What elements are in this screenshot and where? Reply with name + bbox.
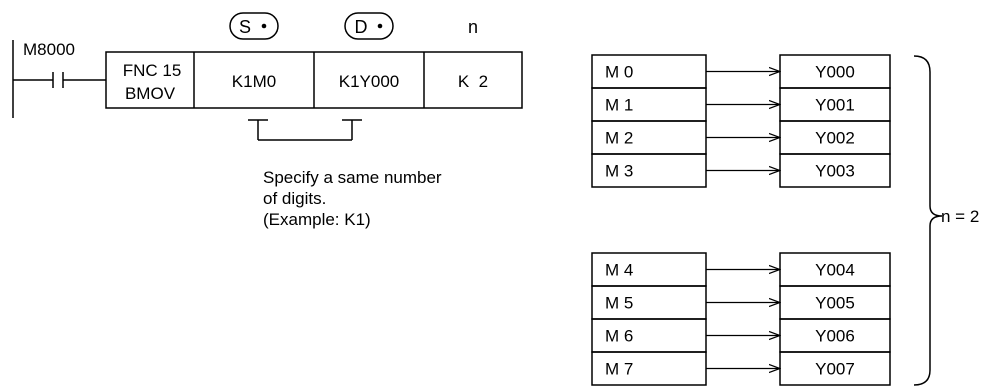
dot-icon (261, 23, 267, 29)
contact-label: M8000 (23, 40, 75, 59)
operand-dest-value: K1Y000 (339, 72, 400, 91)
dest-label: Y007 (815, 360, 855, 379)
operand-header-source: S (229, 12, 279, 40)
transfer-row: M 0 Y000 (591, 54, 891, 89)
transfer-row: M 2 Y002 (591, 120, 891, 155)
instruction-mnemonic: BMOV (125, 84, 176, 103)
transfer-row: M 7 Y007 (591, 351, 891, 386)
brace-label: n = 2 (941, 207, 979, 226)
source-label: M 0 (605, 63, 633, 82)
ladder-rung (12, 40, 106, 118)
operand-source-value: K1M0 (232, 72, 276, 91)
source-label: M 3 (605, 162, 633, 181)
instruction-block (105, 51, 523, 109)
dest-label: Y000 (815, 63, 855, 82)
note-line-2: of digits. (263, 189, 326, 208)
dest-label: Y005 (815, 294, 855, 313)
operand-header-dest: D (344, 12, 394, 40)
dest-label: Y001 (815, 96, 855, 115)
operand-n-value: K 2 (458, 72, 488, 91)
operand-header-source-label: S (239, 17, 251, 37)
source-label: M 7 (605, 360, 633, 379)
instruction-code: FNC 15 (123, 61, 182, 80)
transfer-row: M 4 Y004 (591, 252, 891, 287)
group-brace (913, 55, 943, 386)
transfer-row: M 5 Y005 (591, 285, 891, 320)
transfer-row: M 6 Y006 (591, 318, 891, 353)
digit-bracket (248, 119, 362, 141)
dest-label: Y004 (815, 261, 855, 280)
source-label: M 4 (605, 261, 633, 280)
operand-header-n: n (468, 17, 478, 37)
transfer-rows: M 0 Y000 M 1 Y001 M 2 Y002 M 3 Y003 M 4 Y004 M 5 Y0… (591, 54, 891, 386)
transfer-row: M 3 Y003 (591, 153, 891, 188)
source-label: M 6 (605, 327, 633, 346)
source-label: M 2 (605, 129, 633, 148)
source-label: M 1 (605, 96, 633, 115)
source-label: M 5 (605, 294, 633, 313)
dot-icon (377, 23, 383, 29)
transfer-row: M 1 Y001 (591, 87, 891, 122)
dest-label: Y002 (815, 129, 855, 148)
note-line-3: (Example: K1) (263, 210, 371, 229)
operand-header-dest-label: D (355, 17, 368, 37)
dest-label: Y006 (815, 327, 855, 346)
dest-label: Y003 (815, 162, 855, 181)
note-line-1: Specify a same number (263, 168, 442, 187)
